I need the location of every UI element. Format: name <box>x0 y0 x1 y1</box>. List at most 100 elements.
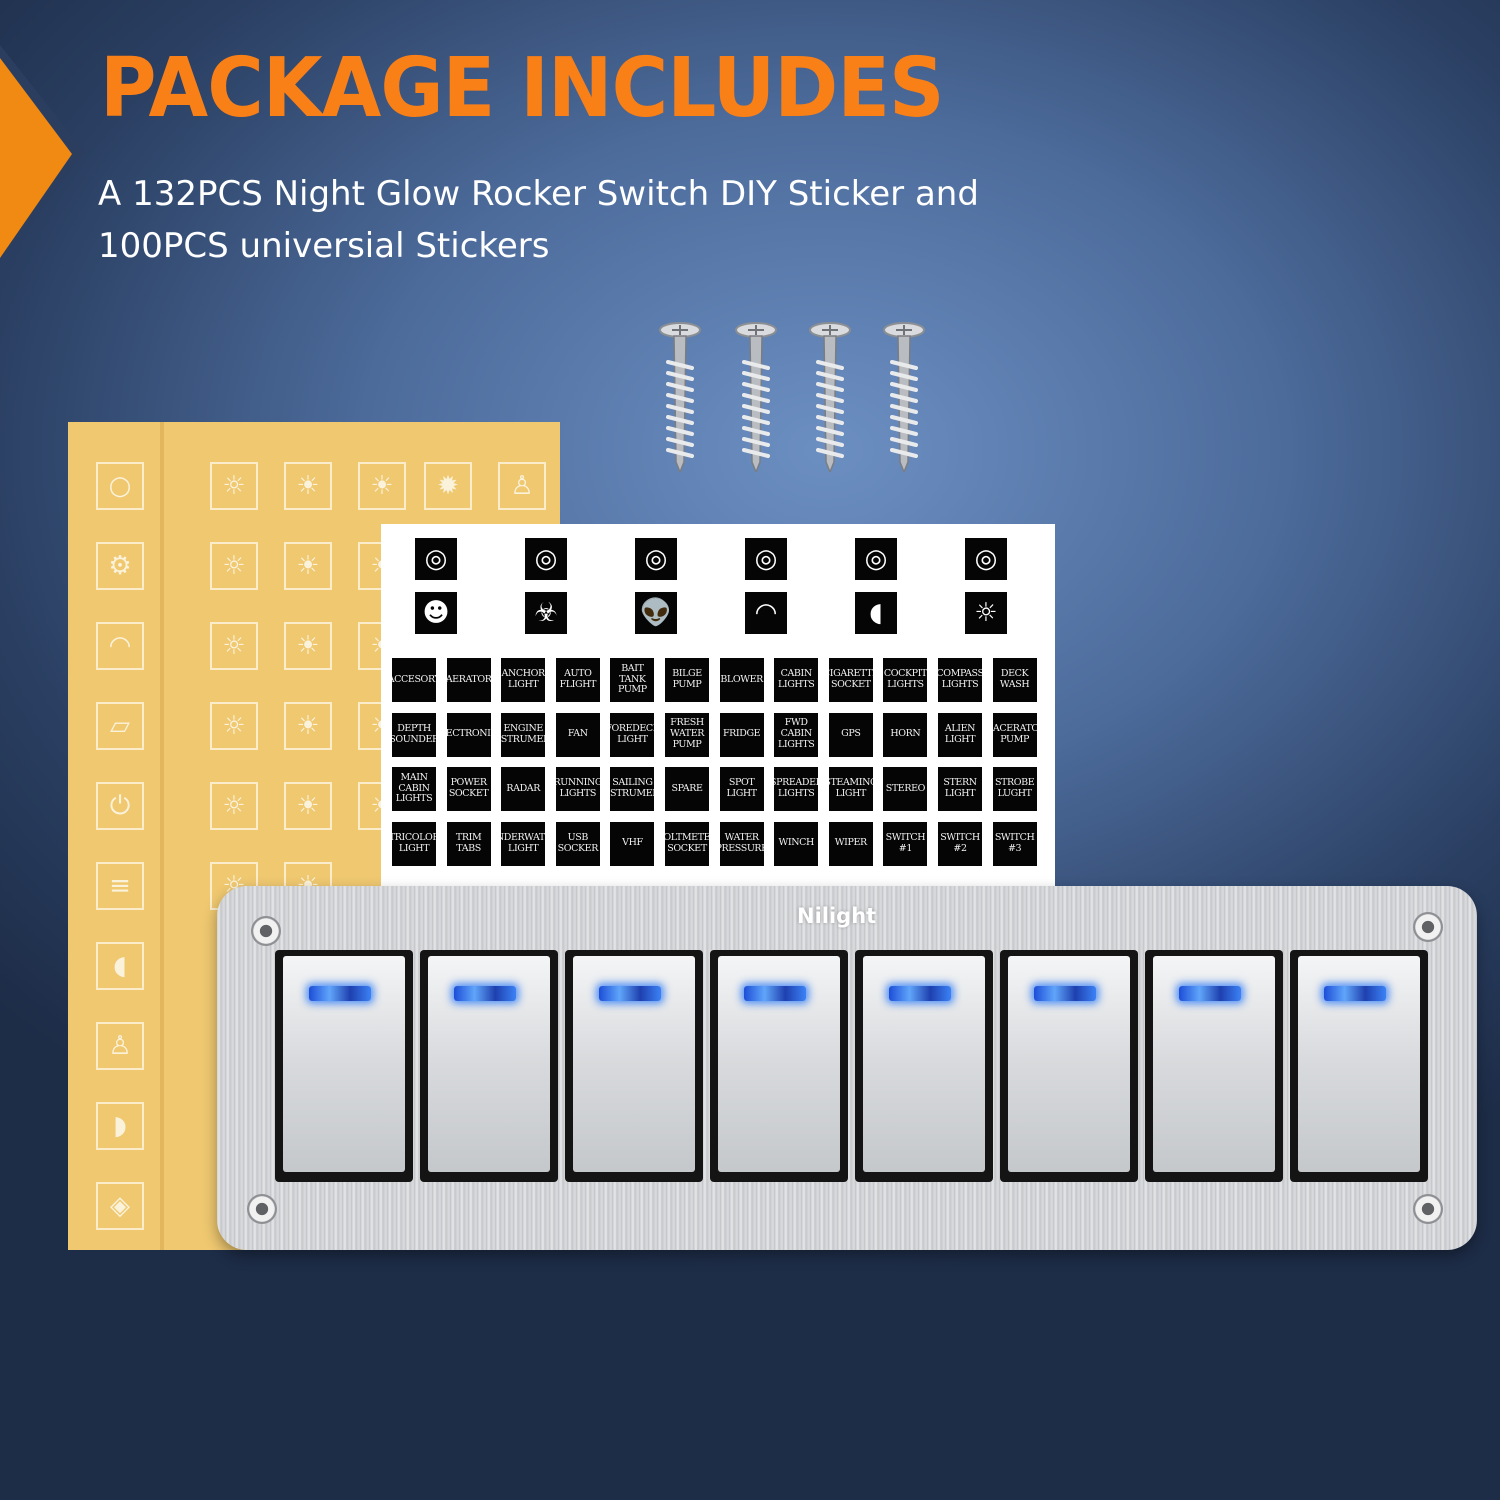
headlight-icon: ≡ <box>96 862 144 910</box>
sticker-label: MACERATOR PUMP <box>992 712 1037 757</box>
sticker-label: UNDERWATER LIGHT <box>501 821 546 866</box>
glow-sticker-icon: ☼ <box>210 542 258 590</box>
sticker-label: RUNNING LIGHTS <box>555 767 600 811</box>
sheet-fold <box>160 422 164 1250</box>
glow-sticker-icon: ☀ <box>358 462 406 510</box>
mount-hole <box>1413 912 1443 942</box>
sticker-label: STEAMING LIGHT <box>828 767 873 811</box>
glow-sticker-icon: ♙ <box>498 462 546 510</box>
sticker-label: VOLTMETER SOCKET <box>665 821 709 866</box>
sticker-label: STERN LIGHT <box>938 767 982 811</box>
sticker-label: ANCHOR LIGHT <box>501 658 546 702</box>
sticker-label: FRIDGE <box>719 712 764 757</box>
sticker-label: GPS <box>828 712 873 757</box>
led-indicator <box>889 986 951 1001</box>
sticker-label: BILGE PUMP <box>665 658 709 702</box>
sticker-label: DEPTH SOUNDER <box>392 712 436 757</box>
sticker-label: WIPER <box>828 821 873 866</box>
sticker-label: HORN <box>883 712 928 757</box>
screw-icon <box>809 322 851 472</box>
rocker-switch[interactable] <box>1000 950 1138 1182</box>
target-icon: ◎ <box>745 538 787 580</box>
target-icon: ◎ <box>855 538 897 580</box>
sticker-label: ACCESORY <box>392 658 436 702</box>
sticker-label: FRESH WATER PUMP <box>665 712 709 757</box>
sticker-label: COMPASS LIGHTS <box>938 658 982 702</box>
sticker-label: SAILING INSTRUMENT <box>610 767 655 811</box>
sticker-label: STROBE LUGHT <box>992 767 1037 811</box>
led-indicator <box>599 986 661 1001</box>
sticker-label: ELECTRONICE <box>446 712 491 757</box>
dome-light-icon: ☼ <box>965 592 1007 634</box>
wiper-icon: ◠ <box>745 592 787 634</box>
sticker-label: ENGINE INSTRUMENT <box>501 712 546 757</box>
led-indicator <box>1324 986 1386 1001</box>
rocker-switch-panel: Nilight <box>217 886 1477 1250</box>
page-subtitle: A 132PCS Night Glow Rocker Switch DIY St… <box>98 174 979 266</box>
glow-sticker-icon: ☀ <box>284 782 332 830</box>
screw-icon <box>659 322 701 472</box>
target-icon: ◎ <box>525 538 567 580</box>
glow-sticker-icon: ☀ <box>284 542 332 590</box>
glow-sticker-icon: ☼ <box>210 782 258 830</box>
mount-hole <box>247 1194 277 1224</box>
sticker-label: SPARE <box>665 767 709 811</box>
glow-sticker-icon: ☀ <box>284 702 332 750</box>
rocker-switch[interactable] <box>1290 950 1428 1182</box>
sticker-label: SPREADER LIGHTS <box>774 767 819 811</box>
led-indicator <box>1034 986 1096 1001</box>
fog-light-icon: ◖ <box>96 942 144 990</box>
glow-sticker-icon: ☀ <box>284 622 332 670</box>
brand-logo: Nilight <box>797 904 877 928</box>
rocker-switch[interactable] <box>1145 950 1283 1182</box>
mascot-icon: ☻ <box>415 592 457 634</box>
sticker-label: FAN <box>555 712 600 757</box>
sticker-label: AERATOR <box>446 658 491 702</box>
wiper-icon: ◠ <box>96 622 144 670</box>
glow-sticker-icon: ☀ <box>284 462 332 510</box>
mount-hole <box>251 916 281 946</box>
sticker-label: POWER SOCKET <box>446 767 491 811</box>
rocker-switch[interactable] <box>275 950 413 1182</box>
sticker-label: SPOT LIGHT <box>719 767 764 811</box>
sticker-label: ALIEN LIGHT <box>938 712 982 757</box>
engine-icon: ⚙ <box>96 542 144 590</box>
target-icon: ◎ <box>415 538 457 580</box>
sticker-label: USB SOCKER <box>555 821 600 866</box>
sticker-label: VHF <box>610 821 655 866</box>
corner-accent <box>0 58 72 258</box>
rocker-switch[interactable] <box>710 950 848 1182</box>
sticker-label: RADAR <box>501 767 546 811</box>
alien-icon: 👽 <box>635 592 677 634</box>
window-icon: ▱ <box>96 702 144 750</box>
rocker-switch[interactable] <box>855 950 993 1182</box>
sticker-label: SWITCH #2 <box>938 821 982 866</box>
sticker-label: WATER PRESSURE <box>719 821 764 866</box>
fog-light-icon: ◖ <box>855 592 897 634</box>
rocker-switch[interactable] <box>565 950 703 1182</box>
glow-sticker-icon: ✹ <box>424 462 472 510</box>
glow-sticker-icon: ☼ <box>210 462 258 510</box>
high-beam-icon: ◗ <box>96 1102 144 1150</box>
target-icon: ◎ <box>965 538 1007 580</box>
sticker-label: FOREDECK LIGHT <box>610 712 655 757</box>
sticker-label: DECK WASH <box>992 658 1037 702</box>
rocker-switch[interactable] <box>420 950 558 1182</box>
sticker-label: AUTO FLIGHT <box>555 658 600 702</box>
sticker-label: COCKPIT LIGHTS <box>883 658 928 702</box>
screw-icon <box>735 322 777 472</box>
led-indicator <box>744 986 806 1001</box>
sticker-label: BAIT TANK PUMP <box>610 658 655 702</box>
mount-hole <box>1413 1194 1443 1224</box>
glow-sticker-icon: ☼ <box>210 702 258 750</box>
sticker-label: TRIM TABS <box>446 821 491 866</box>
target-icon: ◎ <box>635 538 677 580</box>
sticker-label: CABIN LIGHTS <box>774 658 819 702</box>
led-indicator <box>309 986 371 1001</box>
screw-icon <box>883 322 925 472</box>
sticker-label: CIGARETTE SOCKET <box>828 658 873 702</box>
glow-sticker-icon: ☼ <box>210 622 258 670</box>
sticker-label: SWITCH #3 <box>992 821 1037 866</box>
sticker-label: BLOWER <box>719 658 764 702</box>
